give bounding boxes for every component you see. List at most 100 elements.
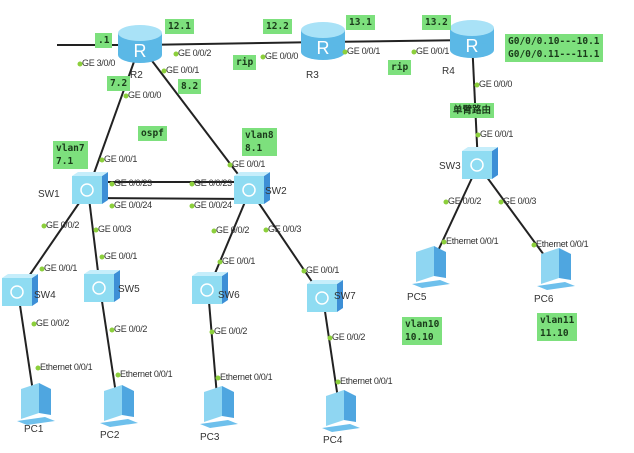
svg-text:R: R xyxy=(134,41,147,61)
r2-icon[interactable]: R xyxy=(118,25,162,63)
port-label: GE 0/0/0 xyxy=(265,51,299,61)
port-dot xyxy=(217,259,223,265)
sw5-icon[interactable] xyxy=(84,270,120,302)
port-dot xyxy=(77,61,83,67)
port-dot xyxy=(475,132,481,138)
link-line xyxy=(99,287,119,408)
port-label: GE 0/0/0 xyxy=(479,79,513,89)
port-label: GE 0/0/1 xyxy=(44,263,78,273)
port-dot xyxy=(173,51,179,57)
device-label: PC1 xyxy=(24,424,44,435)
annotation-note: vlan10 10.10 xyxy=(402,317,443,345)
device-label: PC2 xyxy=(100,430,120,441)
port-dot xyxy=(263,227,269,233)
port-label: GE 0/0/2 xyxy=(216,225,250,235)
port-label: Ethernet 0/0/1 xyxy=(446,236,499,246)
port-label: GE 0/0/23 xyxy=(194,178,232,188)
port-label: GE 0/0/1 xyxy=(480,129,514,139)
port-dot xyxy=(31,321,37,327)
port-label: GE 0/0/3 xyxy=(503,196,537,206)
port-label: GE 0/0/3 xyxy=(98,224,132,234)
port-label: GE 0/0/2 xyxy=(448,196,482,206)
annotation-note: 12.1 xyxy=(165,19,194,34)
port-dot xyxy=(189,181,195,187)
pc3-icon[interactable] xyxy=(200,386,238,428)
port-dot xyxy=(441,239,447,245)
port-dot xyxy=(342,49,348,55)
port-dot xyxy=(531,242,537,248)
port-label: GE 0/0/0 xyxy=(128,90,162,100)
port-label: GE 0/0/24 xyxy=(114,200,152,210)
link-line xyxy=(87,44,141,191)
sw6-icon[interactable] xyxy=(192,272,228,304)
port-dot xyxy=(474,82,480,88)
link-line xyxy=(249,189,324,299)
port-dot xyxy=(215,375,221,381)
port-dot xyxy=(498,199,504,205)
svg-text:R: R xyxy=(466,36,479,56)
sw3-icon[interactable] xyxy=(462,147,498,179)
annotation-note: vlan11 11.10 xyxy=(537,313,578,341)
port-dot xyxy=(35,365,41,371)
device-label: R3 xyxy=(306,70,319,81)
r3-icon[interactable]: R xyxy=(301,22,345,60)
sw7-icon[interactable] xyxy=(307,280,343,312)
port-label: GE 0/0/2 xyxy=(36,318,70,328)
port-dot xyxy=(99,254,105,260)
link-line xyxy=(322,39,473,43)
port-dot xyxy=(211,228,217,234)
device-label: PC5 xyxy=(407,292,427,303)
sw1-icon[interactable] xyxy=(72,172,108,204)
pc6-icon[interactable] xyxy=(537,248,575,290)
port-dot xyxy=(209,329,215,335)
annotation-note: 13.1 xyxy=(346,15,375,30)
port-label: GE 0/0/2 xyxy=(114,324,148,334)
port-label: GE 0/0/3 xyxy=(268,224,302,234)
port-label: GE 0/0/1 xyxy=(416,46,450,56)
annotation-note: rip xyxy=(233,55,257,70)
port-dot xyxy=(109,181,115,187)
link-line xyxy=(139,41,324,46)
link-line xyxy=(87,197,251,200)
port-dot xyxy=(123,93,129,99)
port-label: Ethernet 0/0/1 xyxy=(220,372,273,382)
pc4-icon[interactable] xyxy=(322,390,360,432)
port-label: Ethernet 0/0/1 xyxy=(536,239,589,249)
port-dot xyxy=(115,372,121,378)
port-dot xyxy=(227,162,233,168)
annotation-note: 13.2 xyxy=(422,15,451,30)
port-label: Ethernet 0/0/1 xyxy=(40,362,93,372)
port-dot xyxy=(335,379,341,385)
port-label: GE 0/0/1 xyxy=(306,265,340,275)
pc2-icon[interactable] xyxy=(100,385,138,427)
sw4-icon[interactable] xyxy=(2,274,38,306)
port-label: GE 0/0/1 xyxy=(347,46,381,56)
port-label: GE 0/0/1 xyxy=(104,154,138,164)
annotation-note: vlan7 7.1 xyxy=(53,141,88,169)
sw2-icon[interactable] xyxy=(234,172,270,204)
device-label: PC6 xyxy=(534,294,554,305)
port-label: GE 0/0/1 xyxy=(166,65,200,75)
port-dot xyxy=(189,203,195,209)
port-dot xyxy=(93,227,99,233)
annotation-note: 12.2 xyxy=(263,19,292,34)
port-dot xyxy=(411,49,417,55)
port-dot xyxy=(260,54,266,60)
device-label: SW4 xyxy=(34,290,56,301)
device-label: PC4 xyxy=(323,435,343,446)
annotation-note: vlan8 8.1 xyxy=(242,128,277,156)
port-label: GE 0/0/24 xyxy=(194,200,232,210)
svg-text:R: R xyxy=(317,38,330,58)
device-label: SW6 xyxy=(218,290,240,301)
device-label: SW7 xyxy=(334,291,356,302)
r4-icon[interactable]: R xyxy=(450,20,494,58)
annotation-note: .1 xyxy=(95,33,113,48)
pc5-icon[interactable] xyxy=(412,246,450,288)
link-line xyxy=(471,39,479,166)
device-label: SW5 xyxy=(118,284,140,295)
port-dot xyxy=(443,199,449,205)
pc1-icon[interactable] xyxy=(17,383,55,425)
port-dot xyxy=(99,157,105,163)
annotation-note: G0/0/0.10---10.1 G0/0/0.11---11.1 xyxy=(505,34,603,62)
